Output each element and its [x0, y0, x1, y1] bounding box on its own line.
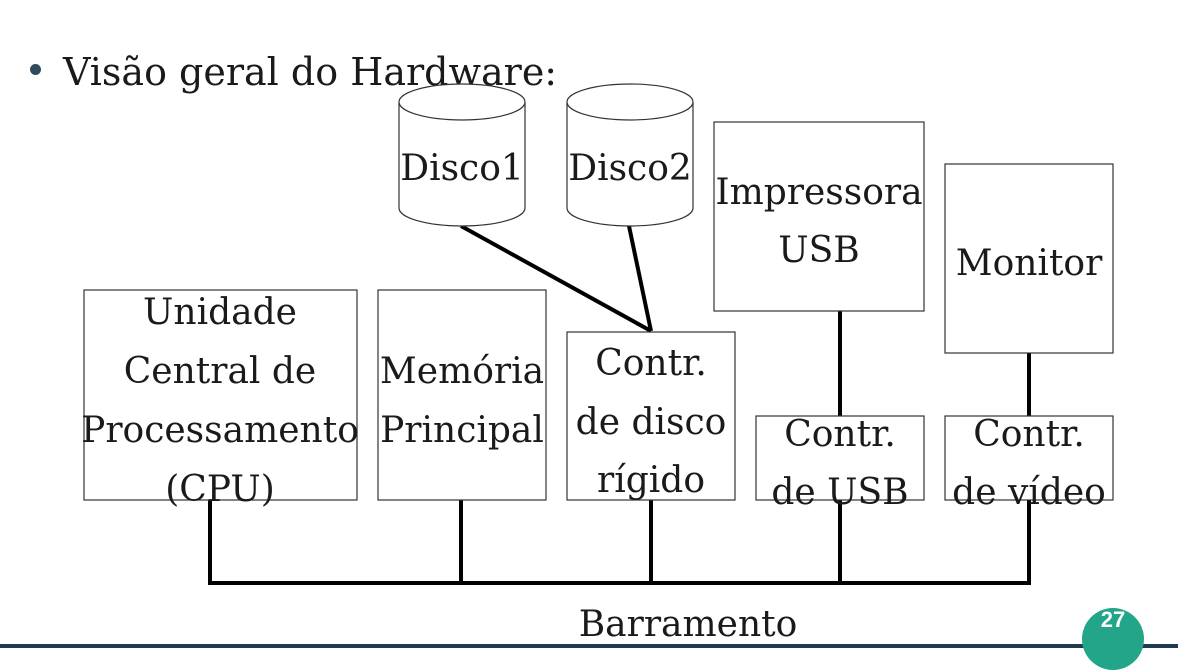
- disk-controller-label-line1: Contr.: [595, 343, 707, 384]
- video-controller-label-line1: Contr.: [973, 414, 1085, 455]
- cpu-label-line4: (CPU): [165, 469, 275, 510]
- disco1-cylinder: [398, 83, 526, 227]
- video-controller-label-line2: de vídeo: [952, 472, 1106, 513]
- cpu-label-line1: Unidade: [143, 292, 297, 333]
- monitor-box: [944, 163, 1114, 354]
- page-number-badge: 27: [1082, 607, 1144, 670]
- disk-controller-label-line3: rígido: [597, 460, 705, 501]
- disco2-cylinder: [566, 83, 694, 227]
- disco2-label: Disco2: [568, 148, 692, 189]
- usb-controller-label-line1: Contr.: [784, 414, 896, 455]
- usb-controller-label-line2: de USB: [771, 472, 908, 513]
- disk-cylinders: [398, 83, 694, 227]
- memory-label-line2: Principal: [380, 410, 544, 451]
- memory-label-line1: Memória: [380, 351, 544, 392]
- disk-controller-box: [566, 331, 736, 501]
- memory-box: [377, 289, 547, 501]
- video-controller-box: [944, 415, 1114, 501]
- bullet-icon: [30, 64, 41, 75]
- printer-label-line1: Impressora: [715, 172, 922, 213]
- page-number: 27: [1100, 607, 1126, 632]
- disco1-label: Disco1: [400, 148, 524, 189]
- cpu-box: [83, 289, 358, 501]
- usb-controller-box: [755, 415, 925, 501]
- disco1-controller-link: [460, 224, 652, 333]
- bottom-rule: [0, 644, 1178, 648]
- slide: Visão geral do Hardware:: [0, 50, 1178, 670]
- component-boxes: [83, 121, 1114, 501]
- hardware-diagram: Disco1 Disco2 Unidade Central de Process…: [81, 83, 1114, 645]
- disco2-controller-link: [627, 225, 653, 332]
- component-labels: Disco1 Disco2 Unidade Central de Process…: [81, 148, 1106, 645]
- cpu-label-line3: Processamento: [81, 410, 359, 451]
- cpu-label-line2: Central de: [124, 351, 316, 392]
- printer-label-line2: USB: [778, 230, 859, 271]
- printer-box: [713, 121, 925, 312]
- bus-label: Barramento: [579, 604, 798, 645]
- bus-connections: [208, 224, 1031, 585]
- monitor-label: Monitor: [956, 243, 1103, 284]
- disk-controller-label-line2: de disco: [576, 402, 727, 443]
